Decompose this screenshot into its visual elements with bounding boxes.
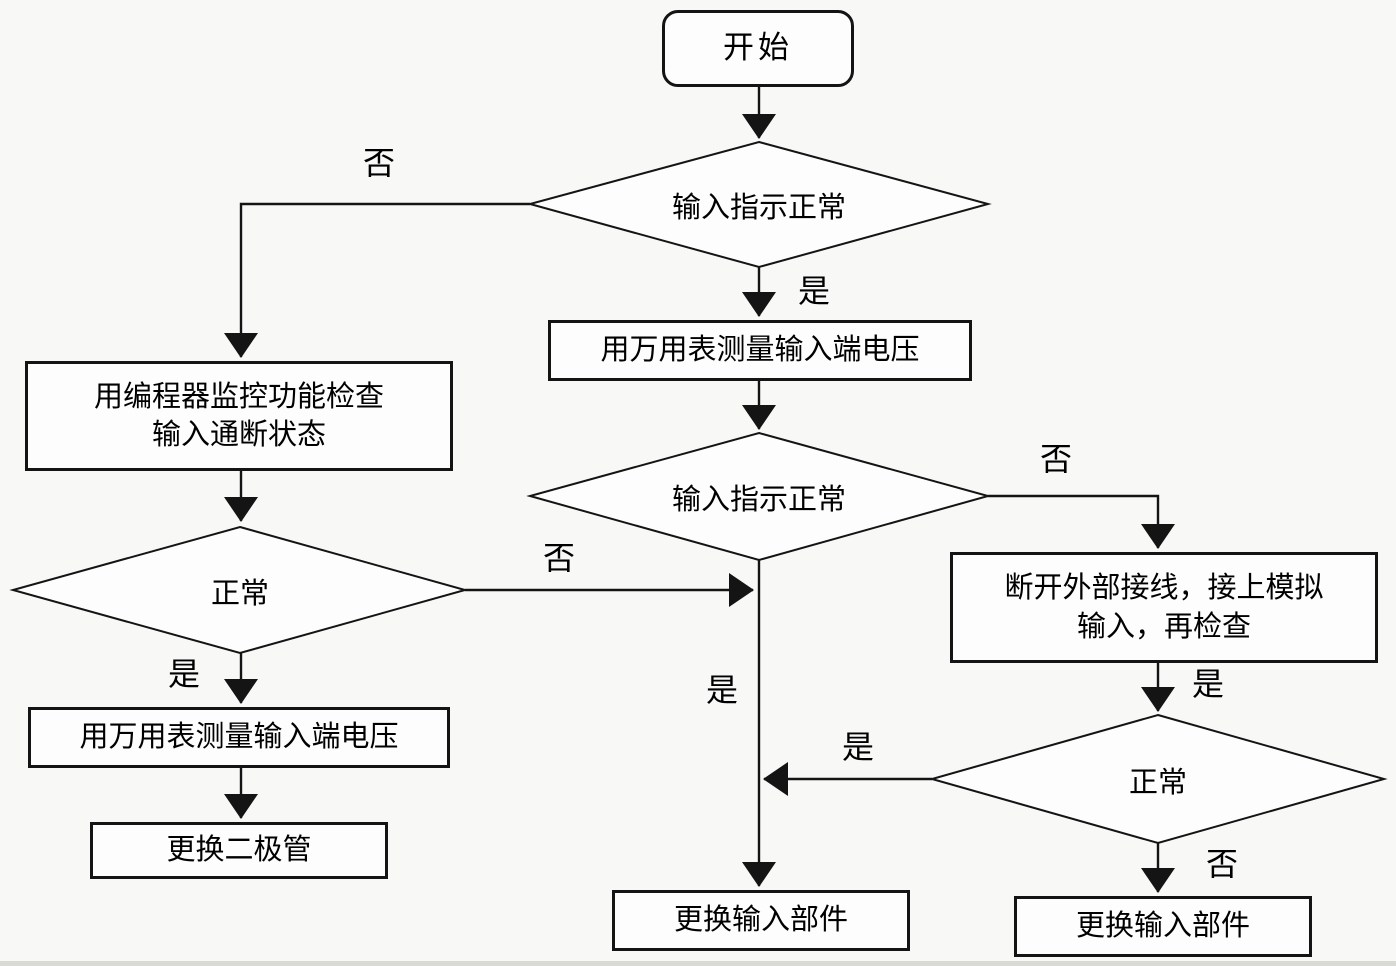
edge-decision2-no-to-disconnect	[988, 494, 1175, 549]
decision-normal-right-label: 正常	[1128, 767, 1188, 799]
replace-input-right-node: 更换输入部件	[1014, 896, 1312, 957]
decision-input-1-shape	[526, 140, 992, 269]
decision-normal-left-label: 正常	[210, 578, 270, 610]
replace-diode-node: 更换二极管	[90, 822, 388, 879]
start-node: 开始	[662, 10, 854, 87]
replace-input-right-label: 更换输入部件	[1075, 910, 1250, 943]
decision-right-no-label: 否	[1206, 846, 1239, 882]
replace-input-mid-label: 更换输入部件	[673, 904, 848, 937]
decision1-yes-label: 是	[798, 273, 831, 309]
decision-input-1-label: 输入指示正常	[671, 192, 847, 224]
measure-voltage-mid-node: 用万用表测量输入端电压	[548, 320, 972, 381]
recheck-yes-label: 是	[1192, 666, 1225, 702]
decision1-no-label: 否	[363, 145, 396, 181]
disconnect-external-line1: 断开外部接线，接上模拟	[1004, 572, 1324, 605]
measure-voltage-left-label: 用万用表测量输入端电压	[79, 721, 399, 754]
decision-left-no-label: 否	[543, 540, 576, 576]
replace-diode-label: 更换二极管	[166, 834, 312, 867]
decision-normal-left-shape	[9, 525, 469, 655]
decision-left-yes-label: 是	[168, 656, 201, 692]
edge-decision1-no-to-programmer-check	[224, 202, 530, 358]
check-programmer-line2: 输入通断状态	[151, 419, 326, 451]
disconnect-external-line2: 输入，再检查	[1076, 610, 1251, 643]
measure-voltage-left-node: 用万用表测量输入端电压	[28, 707, 450, 768]
decision-right-yes-label: 是	[842, 729, 875, 765]
decision2-yes-label: 是	[706, 672, 739, 708]
check-programmer-line1: 用编程器监控功能检查	[93, 380, 384, 413]
decision-normal-right-shape	[928, 713, 1388, 845]
disconnect-external-node: 断开外部接线，接上模拟 输入，再检查	[950, 552, 1378, 663]
decision-input-2-label: 输入指示正常	[671, 484, 847, 516]
decision-input-2-shape	[526, 431, 992, 562]
start-label: 开始	[723, 30, 793, 66]
check-programmer-node: 用编程器监控功能检查 输入通断状态	[25, 361, 453, 471]
decision2-no-label: 否	[1040, 441, 1073, 477]
bottom-edge-artifact	[0, 961, 1396, 966]
replace-input-mid-node: 更换输入部件	[612, 890, 910, 951]
measure-voltage-mid-label: 用万用表测量输入端电压	[600, 334, 920, 367]
